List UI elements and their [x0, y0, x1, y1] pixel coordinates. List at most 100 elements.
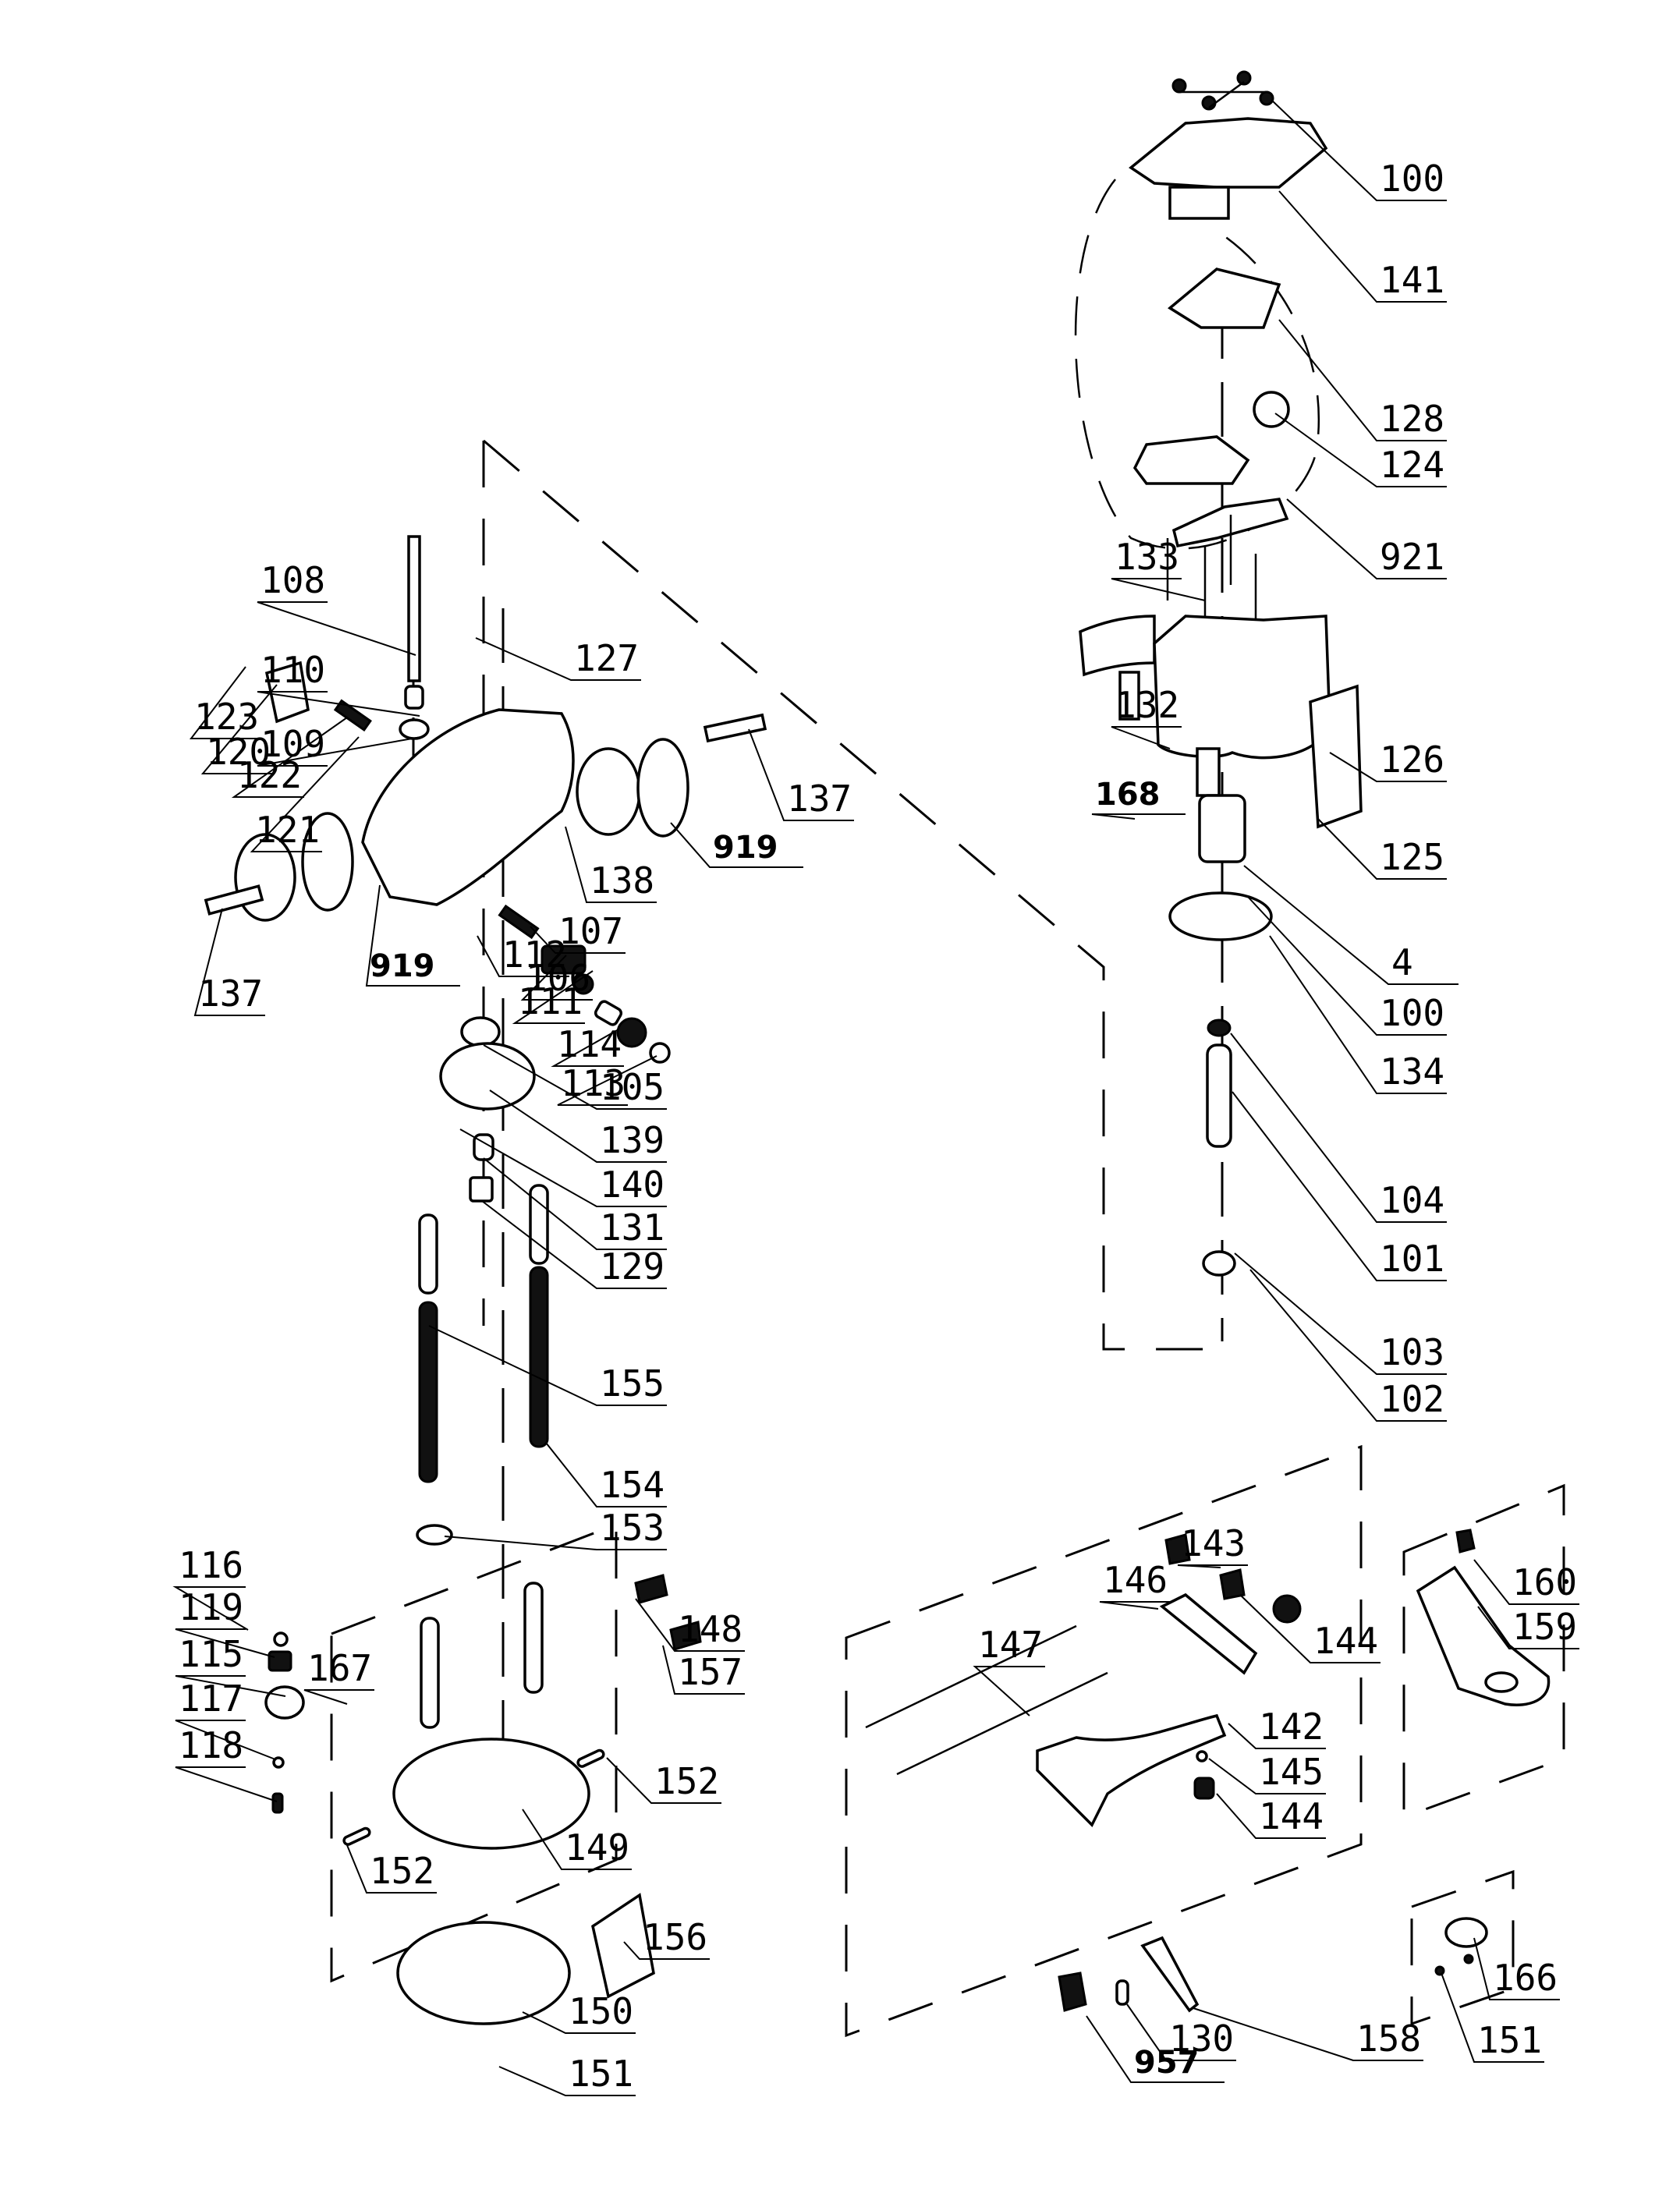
leader-line — [250, 736, 360, 852]
leader-line — [530, 926, 626, 954]
scale-label-part — [1196, 747, 1221, 797]
frame-template — [1410, 1869, 1515, 2026]
part-number-label: 151 — [1477, 2019, 1542, 2061]
leader-line — [459, 1128, 667, 1207]
handle-bolt-left-part — [204, 884, 264, 916]
part-number-label: 100 — [1380, 992, 1444, 1034]
callout-127: 127 — [475, 637, 641, 681]
leader-line — [175, 1675, 286, 1697]
template-screw-part — [1434, 1965, 1445, 1976]
callout-112: 112 — [477, 933, 569, 977]
leader-line — [257, 601, 416, 656]
fan-baffle-part — [1168, 891, 1273, 941]
leader-line — [1126, 2003, 1236, 2061]
leader-line — [1208, 1758, 1326, 1794]
callout-133: 133 — [1111, 536, 1206, 601]
spring-small-part — [271, 1792, 284, 1814]
callout-100: 100 — [1247, 896, 1447, 1036]
part-number-label: 139 — [600, 1119, 665, 1161]
callout-139: 139 — [489, 1089, 667, 1163]
leader-line — [1274, 413, 1447, 487]
part-number-label: 148 — [678, 1608, 743, 1650]
leader-line — [522, 1809, 632, 1870]
part-number-label: 134 — [1380, 1050, 1444, 1093]
callout-134: 134 — [1269, 935, 1447, 1094]
retaining-ring-part — [416, 1524, 453, 1546]
part-number-label: 105 — [600, 1066, 665, 1108]
template-guide-part — [1444, 1917, 1488, 1948]
depth-stop-part — [264, 1685, 305, 1720]
leader-line — [175, 1628, 275, 1658]
callout-168: 168 — [1091, 777, 1186, 820]
part-number-label: 113 — [561, 1062, 626, 1104]
column-right-part — [523, 1582, 544, 1694]
turret-washer-part — [460, 1016, 501, 1047]
handle-grip-left-part — [301, 812, 354, 912]
dust-parts — [1416, 1529, 1551, 1706]
leader-line — [444, 1536, 667, 1550]
knob-part — [616, 1017, 647, 1048]
guide-column-right-part — [529, 1184, 549, 1265]
leader-line — [670, 822, 803, 868]
part-number-label: 115 — [179, 1633, 243, 1675]
frame-motor-to-carriage — [483, 439, 1217, 1351]
dust-adapter-part — [1416, 1565, 1551, 1706]
part-number-label: 921 — [1380, 536, 1444, 578]
callout-151: 151 — [498, 2053, 636, 2096]
leader-line — [1243, 865, 1458, 985]
part-number-label: 121 — [255, 809, 320, 851]
switch-cover-part — [1129, 117, 1328, 189]
part-number-label: 116 — [179, 1544, 243, 1586]
leader-line — [1269, 935, 1447, 1094]
guide-holder-part — [1159, 1592, 1258, 1675]
callout-142: 142 — [1228, 1706, 1326, 1749]
leader-line — [1473, 1559, 1579, 1605]
handle-cap-right-part — [576, 747, 641, 836]
armature-part — [1206, 1043, 1232, 1148]
part-number-label: 152 — [370, 1850, 434, 1892]
spanner-part — [1140, 1936, 1200, 2013]
leader-line — [189, 666, 261, 739]
leader-line — [1477, 1606, 1579, 1649]
callout-158: 158 — [1193, 2007, 1423, 2061]
callout-159: 159 — [1477, 1606, 1579, 1649]
bearing-upper-part — [1207, 1019, 1232, 1037]
leader-line — [481, 1200, 667, 1289]
small-ball-part — [272, 1756, 285, 1769]
part-number-label: 157 — [678, 1651, 743, 1693]
guide-parts — [865, 1533, 1302, 1827]
leader-line — [193, 908, 265, 1016]
callout-129: 129 — [481, 1200, 667, 1289]
leader-line — [477, 935, 569, 977]
guide-bracket-part — [1036, 1713, 1227, 1827]
leader-line — [175, 1720, 276, 1760]
part-number-label: 128 — [1380, 398, 1444, 440]
part-number-label: 140 — [600, 1164, 665, 1206]
wing-knob-part — [1164, 1533, 1191, 1565]
callout-919: 919 — [365, 884, 460, 987]
callout-128: 128 — [1278, 319, 1447, 441]
part-number-label: 109 — [261, 723, 325, 765]
part-number-label: 108 — [261, 559, 325, 601]
callout-152: 152 — [606, 1757, 721, 1804]
callout-109: 109 — [257, 723, 422, 767]
part-number-label: 107 — [558, 910, 623, 952]
callout-957: 957 — [1086, 2015, 1225, 2083]
leader-line — [1249, 1269, 1447, 1422]
part-number-label: 124 — [1380, 444, 1444, 486]
part-number-label: 919 — [713, 830, 778, 866]
callout-157: 157 — [662, 1645, 745, 1695]
callout-147: 147 — [973, 1624, 1045, 1716]
clamp-spring-part — [498, 904, 540, 940]
part-number-label: 158 — [1356, 2018, 1421, 2060]
leader-line — [257, 691, 420, 717]
knob-shaft-part — [594, 1000, 623, 1026]
callout-144: 144 — [1239, 1594, 1381, 1663]
leader-line — [1099, 1601, 1170, 1610]
handle-grip-right-part — [636, 738, 689, 838]
part-number-label: 127 — [574, 637, 639, 679]
part-number-label: 154 — [600, 1464, 665, 1506]
base-parts — [264, 1574, 702, 2025]
callout-137: 137 — [748, 728, 854, 821]
part-number-label: 111 — [518, 980, 583, 1022]
